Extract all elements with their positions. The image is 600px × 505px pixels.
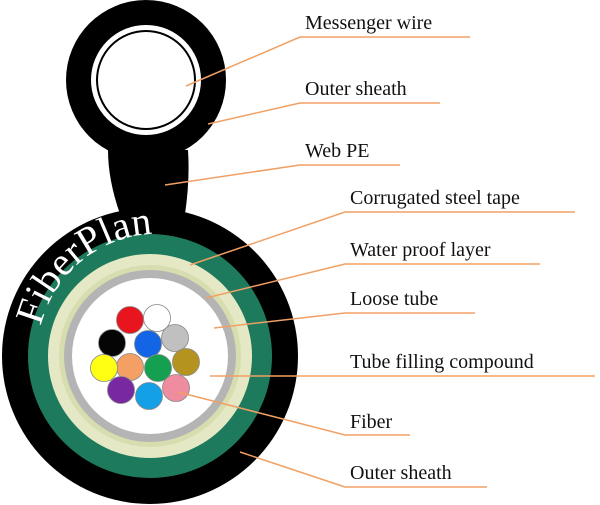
fiber-green [144, 354, 172, 382]
label-outer-sheath-top: Outer sheath [305, 78, 407, 100]
fiber-yellow [90, 354, 118, 382]
label-fiber: Fiber [350, 411, 393, 433]
web-pe [108, 150, 189, 214]
leader-outer-sheath-top [207, 102, 440, 125]
fiber-white [143, 304, 171, 332]
fiber-red [116, 306, 144, 334]
leader-outer-sheath-bottom [239, 451, 487, 488]
fiber-blue [134, 330, 162, 358]
leader-loose-tube [213, 312, 475, 329]
label-outer-sheath-bottom: Outer sheath [350, 462, 452, 484]
fiber-bundle [90, 304, 200, 410]
label-tube-filling-compound: Tube filling compound [350, 351, 534, 373]
fiber-aqua [135, 382, 163, 410]
label-messenger-wire: Messenger wire [305, 12, 432, 34]
label-web-pe: Web PE [305, 140, 370, 162]
leader-corrugated-steel-tape [189, 211, 575, 266]
fiber-black [98, 329, 126, 357]
fiber-gray [161, 324, 189, 352]
label-water-proof-layer: Water proof layer [350, 239, 491, 261]
fiber-rose [162, 374, 190, 402]
leader-messenger-wire [185, 36, 470, 87]
leader-water-proof-layer [205, 263, 540, 299]
label-loose-tube: Loose tube [350, 288, 438, 310]
label-corrugated-steel-tape: Corrugated steel tape [350, 187, 520, 209]
fiber-brown [172, 348, 200, 376]
messenger-wire [96, 30, 196, 130]
leader-fiber [177, 391, 410, 436]
fiber-violet [107, 376, 135, 404]
leader-web-pe [164, 164, 400, 186]
